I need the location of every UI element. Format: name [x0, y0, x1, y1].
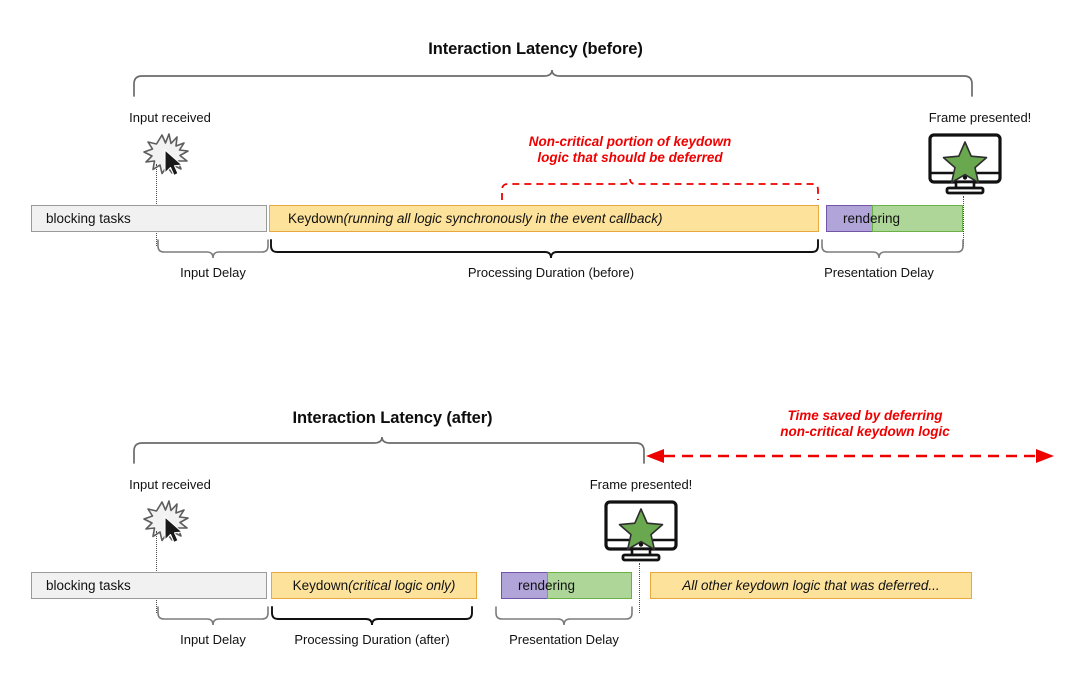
- click-burst-cursor-icon: [143, 133, 189, 177]
- after-diagram-title: Interaction Latency (after): [292, 409, 493, 427]
- after-latency-brace: [133, 436, 645, 464]
- after-phase-input-delay: Input Delay: [180, 632, 246, 647]
- click-burst-cursor-icon: [143, 500, 189, 544]
- before-frame-guide-line: [963, 196, 964, 246]
- before-phase-braces: [157, 239, 964, 259]
- after-input-received-label: Input received: [129, 477, 211, 492]
- after-time-saved-annotation: Time saved by deferring non-critical key…: [660, 408, 1070, 440]
- before-bar-keydown[interactable]: Keydown (running all logic synchronously…: [269, 205, 819, 232]
- after-bar-rendering-green[interactable]: [547, 572, 632, 599]
- after-bar-deferred-work[interactable]: All other keydown logic that was deferre…: [650, 572, 972, 599]
- before-annotation-line-1: Non-critical portion of keydown: [528, 134, 732, 149]
- before-phase-presentation-delay: Presentation Delay: [824, 265, 934, 280]
- before-bar-rendering-purple[interactable]: [826, 205, 873, 232]
- before-phase-input-delay: Input Delay: [180, 265, 246, 280]
- before-bar-blocking-tasks[interactable]: blocking tasks: [31, 205, 267, 232]
- after-time-saved-arrow: [646, 449, 1054, 463]
- after-phase-presentation-delay: Presentation Delay: [509, 632, 619, 647]
- before-input-received-label: Input received: [129, 110, 211, 125]
- before-keydown-label-italic: (running all logic synchronously in the …: [343, 211, 663, 226]
- before-annotation-dashed-brace: [501, 178, 819, 200]
- before-diagram-title: Interaction Latency (before): [428, 40, 643, 58]
- after-bar-blocking-tasks[interactable]: blocking tasks: [31, 572, 267, 599]
- after-frame-presented-label: Frame presented!: [589, 477, 693, 492]
- after-keydown-label-italic: (critical logic only): [348, 578, 456, 593]
- before-bar-rendering-green[interactable]: [872, 205, 963, 232]
- after-bar-keydown[interactable]: Keydown (critical logic only): [271, 572, 477, 599]
- before-annotation-line-2: logic that should be deferred: [537, 150, 723, 165]
- after-annotation-line-1: Time saved by deferring: [787, 408, 943, 423]
- monitor-star-icon: [928, 133, 1002, 195]
- before-keydown-label-regular: Keydown: [288, 211, 344, 226]
- after-phase-braces: [157, 606, 633, 626]
- before-phase-processing-duration: Processing Duration (before): [467, 265, 635, 280]
- monitor-star-icon: [604, 500, 678, 562]
- after-phase-processing-duration: Processing Duration (after): [294, 632, 450, 647]
- after-frame-guide-line: [639, 563, 640, 613]
- before-deferred-annotation: Non-critical portion of keydown logic th…: [410, 134, 850, 166]
- after-keydown-label-regular: Keydown: [292, 578, 349, 593]
- after-annotation-line-2: non-critical keydown logic: [780, 424, 950, 439]
- before-latency-brace: [133, 69, 973, 97]
- after-bar-rendering-purple[interactable]: [501, 572, 548, 599]
- before-frame-presented-label: Frame presented!: [928, 110, 1032, 125]
